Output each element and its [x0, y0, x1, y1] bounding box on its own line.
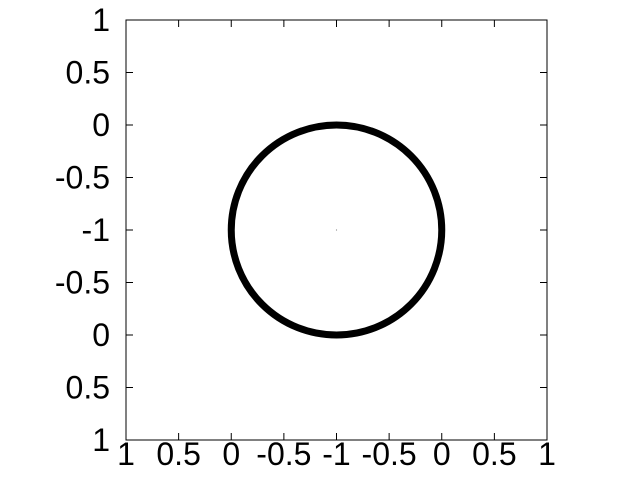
- x-tick-label: 0: [222, 436, 240, 472]
- tick-marks: [125, 19, 548, 441]
- x-tick-label: -0.5: [362, 436, 417, 472]
- center-point: [335, 229, 338, 231]
- y-tick-label: 0: [92, 107, 110, 143]
- y-tick-label: -1: [82, 212, 110, 248]
- x-tick-label: 1: [538, 436, 556, 472]
- y-tick-label: 1: [92, 422, 110, 458]
- y-tick-label: 0.5: [66, 55, 110, 91]
- series-group: [227, 121, 446, 339]
- y-tick-label: 0: [92, 317, 110, 353]
- x-tick-label: -0.5: [256, 436, 311, 472]
- y-tick-label: -0.5: [55, 265, 110, 301]
- x-tick-label: 0.5: [156, 436, 200, 472]
- y-tick-label: -0.5: [55, 160, 110, 196]
- y-tick-label: 1: [92, 2, 110, 38]
- x-tick-label: -1: [322, 436, 350, 472]
- y-tick-label: 0.5: [66, 370, 110, 406]
- x-tick-labels: 1 0.5 0 -0.5 -1 -0.5 0 0.5 1: [117, 436, 556, 472]
- x-tick-label: 0.5: [472, 436, 516, 472]
- series-circle: [227, 121, 446, 339]
- x-tick-label: 0: [433, 436, 451, 472]
- x-tick-label: 1: [117, 436, 135, 472]
- y-tick-labels: 1 0.5 0 -0.5 -1 -0.5 0 0.5 1: [55, 2, 110, 458]
